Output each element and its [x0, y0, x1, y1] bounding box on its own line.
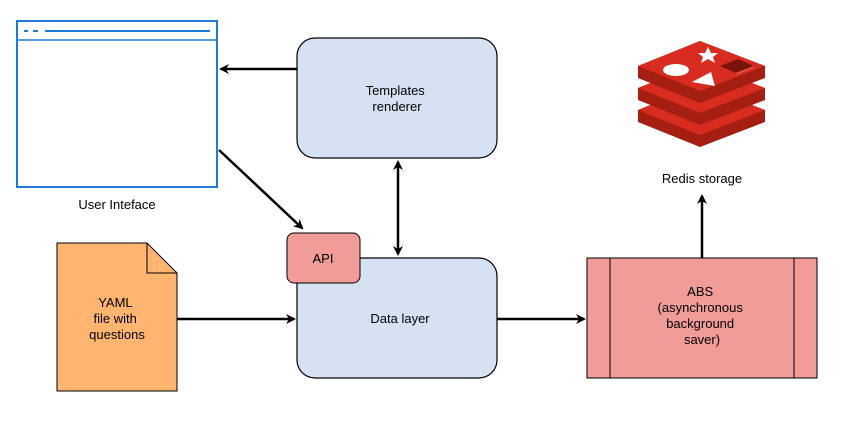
abs-label: ABS (asynchronous background saver) — [658, 284, 747, 347]
browser-window-icon — [16, 20, 218, 188]
redis-storage-label: Redis storage — [662, 171, 742, 186]
yaml-file-label: YAML file with questions — [89, 295, 145, 342]
api-box — [286, 232, 361, 284]
redis-storage-node: Redis storage — [638, 41, 765, 186]
user-interface-node: User Inteface — [16, 20, 218, 212]
redis-logo-icon — [638, 41, 765, 147]
templates-renderer-label: Templates renderer — [366, 83, 429, 114]
yaml-file-node: YAML file with questions — [56, 242, 178, 392]
data-layer-label: Data layer — [370, 311, 430, 326]
api-label: API — [313, 251, 334, 266]
api-node: API — [286, 232, 361, 284]
document-fold — [146, 243, 177, 274]
arrow-ui-to-api — [218, 149, 304, 230]
abs-node: ABS (asynchronous background saver) — [586, 257, 818, 379]
templates-renderer-box — [296, 37, 498, 159]
templates-renderer-node: Templates renderer — [296, 37, 498, 159]
user-interface-label: User Inteface — [78, 197, 155, 212]
document-icon — [56, 242, 178, 392]
abs-box — [586, 257, 818, 379]
